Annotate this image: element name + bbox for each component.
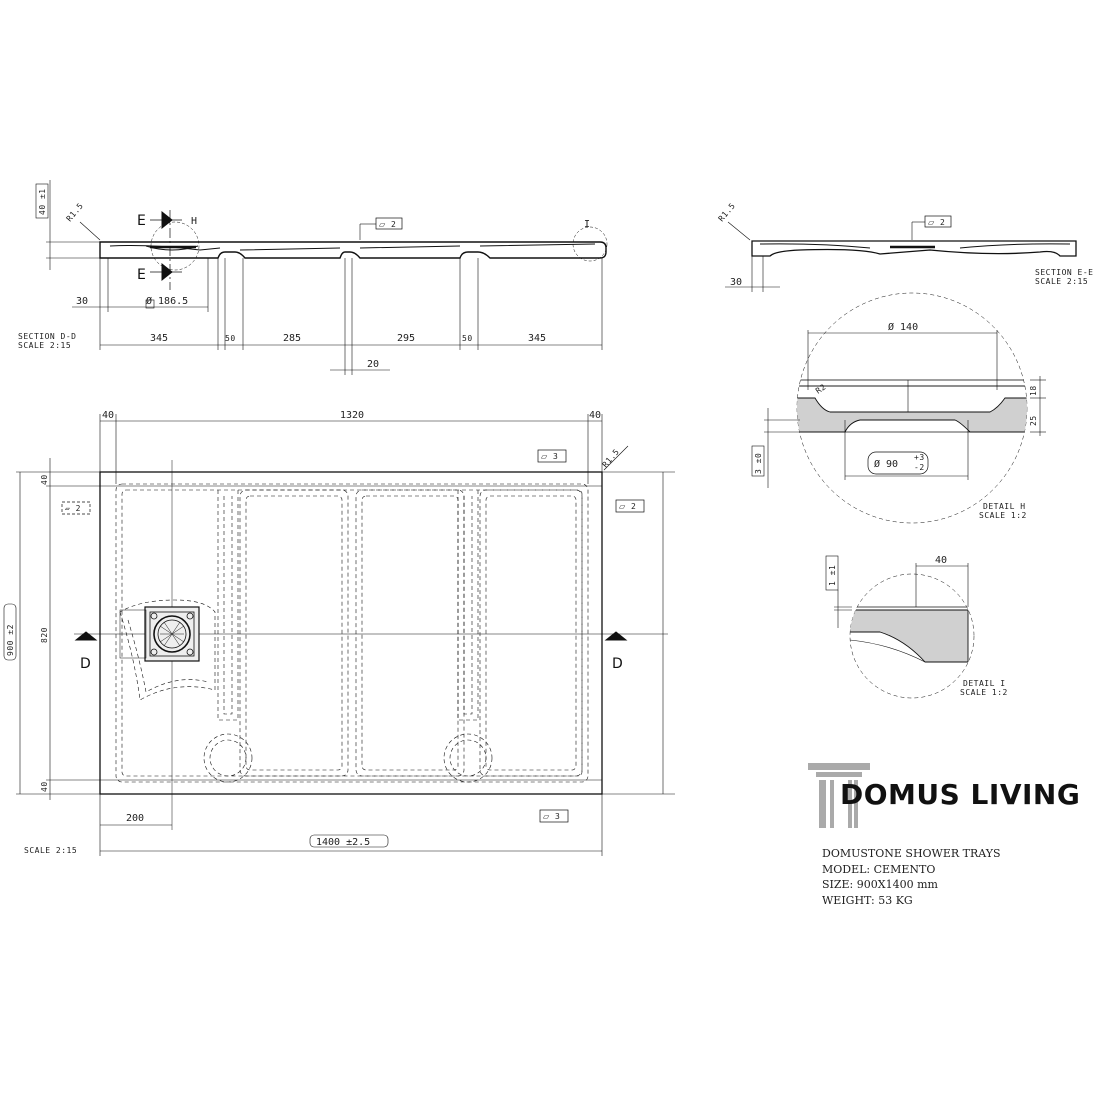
- section-dd-thickness: 40 ±1: [38, 188, 47, 215]
- plan-flatness: ▱ 2: [65, 504, 81, 513]
- brand-name: DOMUS LIVING: [840, 778, 1081, 811]
- plan-drain-offset: 200: [126, 813, 144, 824]
- section-dd-scale: SCALE 2:15: [18, 341, 71, 350]
- section-dd-marker-e-bottom: E: [137, 267, 146, 283]
- detail-h-tol-minus: -2: [914, 463, 925, 472]
- section-dd: 40 ±1 R1.5 E E H I ⏥ 2 30 Ø 186.5 345 50…: [18, 180, 608, 375]
- section-dd-marker-i: I: [584, 219, 590, 230]
- section-dd-span-2: 50: [225, 334, 236, 343]
- plan-tolerance-right: ⏥ 2: [619, 502, 636, 511]
- section-ee-tolerance: ⏥ 2: [928, 218, 945, 227]
- product-weight: WEIGHT: 53 KG: [822, 893, 913, 907]
- section-dd-span-1: 345: [150, 333, 168, 344]
- section-ee-profile: [751, 240, 1077, 257]
- plan-radius: R1.5: [601, 447, 622, 469]
- section-ee-edge: 30: [730, 277, 742, 288]
- plan-height: 900 ±2: [6, 624, 15, 656]
- product-line: DOMUSTONE SHOWER TRAYS: [822, 847, 1001, 860]
- detail-h-tol-plus: +3: [914, 453, 925, 462]
- plan-tolerance-bottom: ⏥ 3: [543, 812, 560, 821]
- plan-section-marker-right: D: [612, 656, 623, 672]
- detail-h-dim-a: 18: [1029, 385, 1038, 396]
- plan-top-span: 1320: [340, 410, 364, 421]
- section-dd-span-6: 345: [528, 333, 546, 344]
- product-size: SIZE: 900X1400 mm: [822, 878, 938, 891]
- detail-h-label: DETAIL H: [983, 502, 1026, 511]
- section-dd-span-5: 50: [462, 334, 473, 343]
- detail-i-circle: [849, 573, 975, 699]
- plan-side-top: 40: [40, 474, 49, 485]
- plan-inner-height: 820: [40, 627, 49, 643]
- product-info: DOMUSTONE SHOWER TRAYS MODEL: CEMENTO SI…: [822, 846, 1001, 908]
- detail-h-top-dia: Ø 140: [888, 321, 918, 333]
- detail-i-width: 40: [935, 555, 947, 566]
- plan-tolerance-top: ⏥ 3: [541, 452, 558, 461]
- section-dd-tolerance: ⏥ 2: [379, 220, 396, 229]
- detail-i-label: DETAIL I: [963, 679, 1006, 688]
- section-dd-rib: 20: [367, 359, 379, 370]
- section-ee: R1.5 ⏥ 2 30 SECTION E-E SCALE 2:15: [717, 201, 1093, 292]
- detail-h-dim-c: 3 ±0: [754, 453, 763, 474]
- section-ee-radius: R1.5: [717, 201, 738, 223]
- section-dd-edge: 30: [76, 296, 88, 307]
- section-ee-label: SECTION E-E: [1035, 268, 1093, 277]
- detail-i-marker-circle: [572, 226, 608, 262]
- section-dd-span-4: 295: [397, 333, 415, 344]
- detail-i-body: [850, 609, 969, 663]
- section-dd-radius: R1.5: [65, 201, 86, 223]
- plan-top-left: 40: [102, 410, 114, 421]
- drain: [119, 606, 200, 662]
- plan-top-right: 40: [589, 410, 601, 421]
- detail-h-outlet: Ø 90: [874, 458, 898, 470]
- section-dd-span-3: 285: [283, 333, 301, 344]
- product-model: MODEL: CEMENTO: [822, 862, 936, 876]
- detail-i: 40 1 ±1 DETAIL I SCALE 1:2: [825, 555, 1008, 699]
- detail-h: Ø 140 R2 18 25 3 ±0 Ø 90 +3 -2 DETAIL H …: [751, 292, 1046, 524]
- detail-h-radius: R2: [814, 382, 828, 395]
- detail-h-scale: SCALE 1:2: [979, 511, 1027, 520]
- section-dd-marker-e-top: E: [137, 213, 146, 229]
- plan-view: 40 1320 40 900 ±2 820 40 40 200 1400 ±2.…: [3, 410, 675, 856]
- brand-logo-icon: [808, 763, 870, 828]
- plan-section-marker-left: D: [80, 656, 91, 672]
- plan-side-bottom: 40: [40, 781, 49, 792]
- section-dd-waste-dia: Ø 186.5: [146, 295, 188, 307]
- detail-h-marker-circle: [150, 221, 200, 271]
- detail-i-scale: SCALE 1:2: [960, 688, 1008, 697]
- section-ee-scale: SCALE 2:15: [1035, 277, 1088, 286]
- plan-width: 1400 ±2.5: [316, 837, 370, 848]
- detail-h-body: [797, 397, 1027, 433]
- detail-i-height: 1 ±1: [828, 565, 837, 586]
- section-dd-profile: [99, 241, 607, 259]
- plan-scale: SCALE 2:15: [24, 846, 77, 855]
- detail-h-dim-b: 25: [1029, 415, 1038, 426]
- section-dd-label: SECTION D-D: [18, 332, 76, 341]
- section-dd-marker-h: H: [191, 216, 197, 227]
